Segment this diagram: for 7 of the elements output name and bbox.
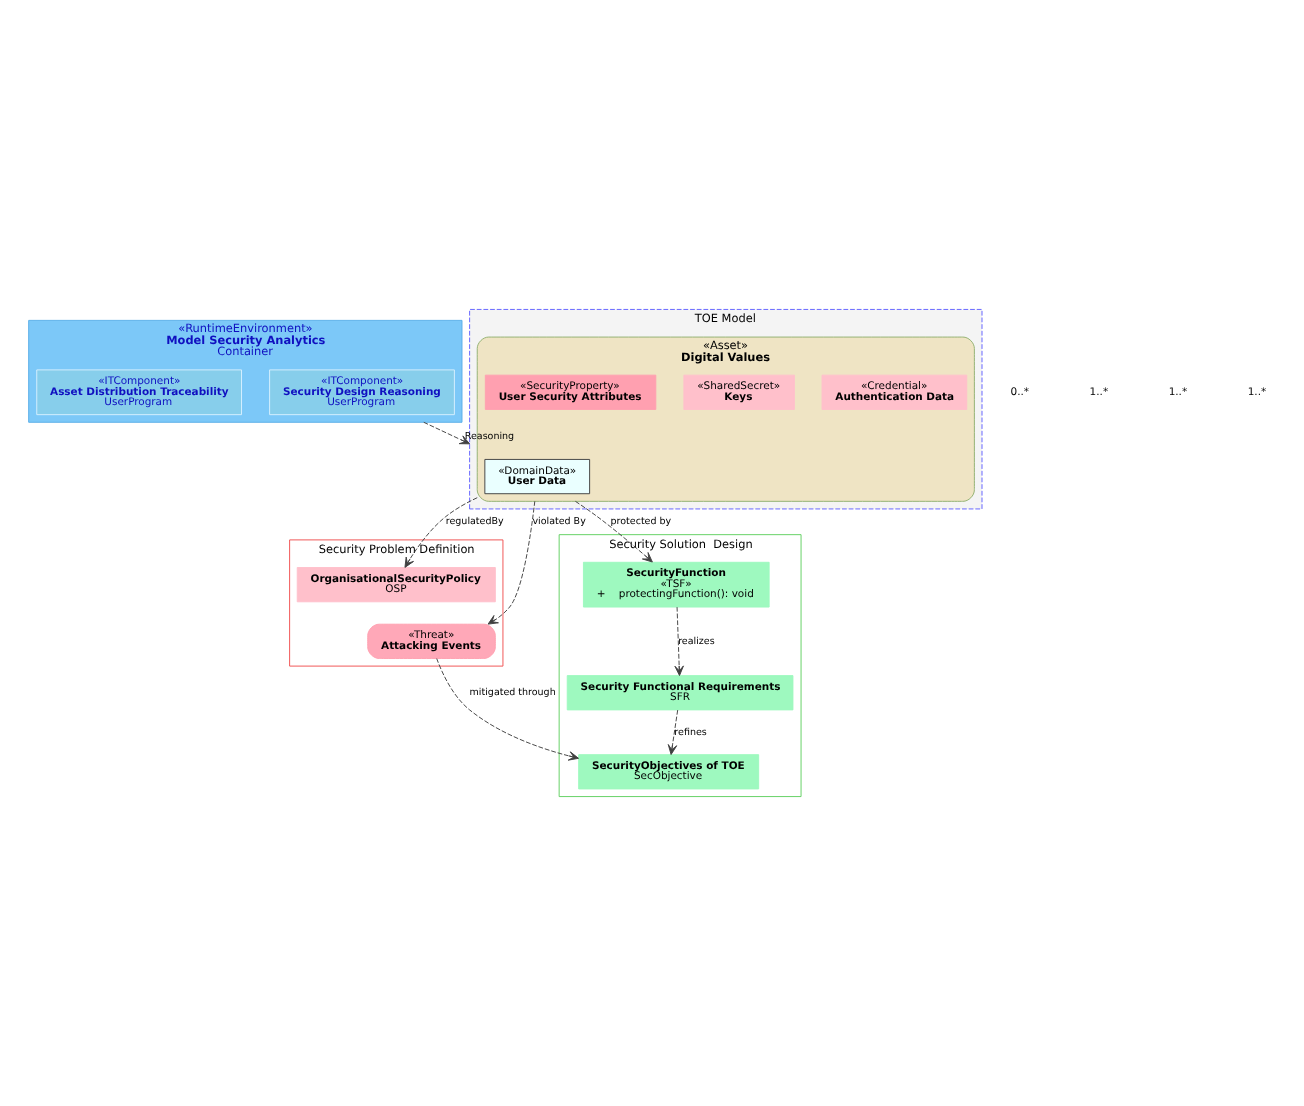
arrow — [404, 497, 478, 568]
arrow — [674, 606, 684, 677]
arrow — [574, 500, 653, 563]
arrow — [667, 709, 679, 755]
arrow — [423, 421, 471, 445]
arrow — [436, 658, 579, 761]
arrow — [487, 500, 536, 625]
